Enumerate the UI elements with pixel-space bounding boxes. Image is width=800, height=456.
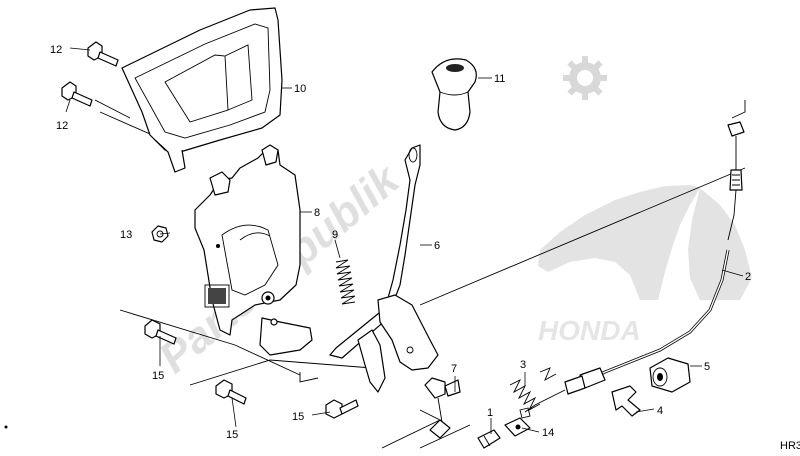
part-6-shift-lever [329,144,439,393]
callout-12b: 12 [56,120,68,132]
part-15-bolt-c [325,399,359,419]
callout-11: 11 [494,73,505,85]
callout-3: 3 [520,359,526,371]
part-3-spring [509,367,557,412]
callouts: 12 12 10 11 8 9 13 6 2 15 15 15 7 3 5 4 … [50,44,800,452]
callout-12a: 12 [50,44,62,56]
callout-2: 2 [745,271,751,283]
callout-8: 8 [314,207,320,219]
callout-14: 14 [542,427,554,439]
part-7-rod-end [424,377,461,439]
part-12-bolt-a [87,41,119,67]
callout-9: 9 [332,229,338,241]
part-1-pin [477,429,501,449]
callout-15b: 15 [226,429,238,441]
leader-lines [65,47,744,434]
part-11-knob [431,58,477,131]
honda-logo-text: HONDA [538,315,641,346]
callout-15c: 15 [292,411,304,423]
callout-6: 6 [434,240,440,252]
part-2-cable [519,121,745,419]
gear-icon [563,56,607,100]
honda-wing-logo [538,185,752,300]
part-9-spring [335,259,356,305]
callout-15a: 15 [152,370,164,382]
callout-5: 5 [704,361,710,373]
part-15-bolt-a [144,319,177,345]
callout-1: 1 [487,407,493,419]
part-14-clip [504,417,531,437]
part-15-bolt-b [215,379,247,405]
part-5-grommet [649,357,691,393]
part-12-bolt-b [61,81,93,107]
callout-4: 4 [657,405,663,417]
part-4-clip [611,385,641,417]
callout-13: 13 [120,229,132,241]
corner-code: HR3 [780,440,800,452]
callout-10: 10 [294,83,306,95]
part-8-bracket [194,144,313,356]
edge-dot [4,425,8,429]
callout-7: 7 [451,363,457,375]
part-10-cover [121,7,283,173]
